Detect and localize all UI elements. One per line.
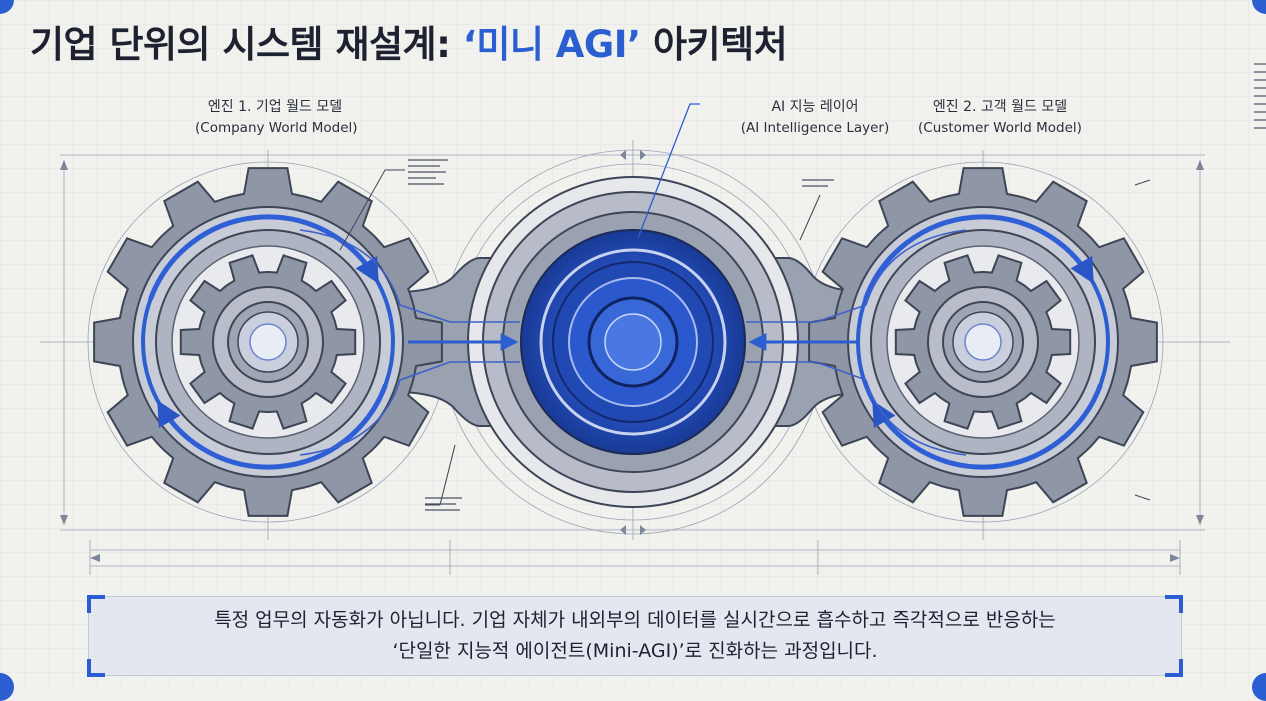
ai-layer-subtitle: (AI Intelligence Layer) — [740, 120, 890, 136]
page-title: 기업 단위의 시스템 재설계: ‘미니 AGI’ 아키텍처 — [30, 14, 788, 68]
caption-text: 특정 업무의 자동화가 아닙니다. 기업 자체가 내외부의 데이터를 실시간으로… — [89, 605, 1181, 667]
caption-box: 특정 업무의 자동화가 아닙니다. 기업 자체가 내외부의 데이터를 실시간으로… — [87, 595, 1183, 677]
callouts — [339, 103, 1151, 506]
ai-layer-label: AI 지능 레이어 (AI Intelligence Layer) — [735, 97, 895, 139]
caption-corner-br — [1165, 659, 1183, 677]
caption-line-1: 특정 업무의 자동화가 아닙니다. 기업 자체가 내외부의 데이터를 실시간으로… — [214, 609, 1056, 631]
caption-line-2: ‘단일한 지능적 에이전트(Mini-AGI)’로 진화하는 과정입니다. — [392, 640, 878, 662]
title-tail: 아키텍처 — [640, 23, 788, 66]
note-blocks — [408, 63, 1266, 511]
engine-2-label: 엔진 2. 고객 월드 모델 (Customer World Model) — [915, 97, 1085, 139]
engine-1-gear — [93, 167, 443, 517]
engine-1-label: 엔진 1. 기업 월드 모델 (Company World Model) — [195, 97, 358, 139]
engine-2-subtitle: (Customer World Model) — [918, 120, 1082, 136]
engine-2-title: 엔진 2. 고객 월드 모델 — [932, 99, 1068, 115]
caption-corner-tl — [87, 595, 105, 613]
dimension-ticks — [60, 150, 1204, 562]
guide-curves — [299, 229, 967, 456]
ai-layer-title: AI 지능 레이어 — [771, 99, 859, 115]
title-main: 기업 단위의 시스템 재설계: — [30, 23, 463, 66]
engine-1-subtitle: (Company World Model) — [195, 120, 358, 136]
engine-2-gear — [808, 167, 1158, 517]
caption-corner-tr — [1165, 595, 1183, 613]
caption-corner-bl — [87, 659, 105, 677]
ai-core — [467, 176, 799, 508]
title-accent: ‘미니 AGI’ — [462, 23, 641, 66]
engine-1-title: 엔진 1. 기업 월드 모델 — [207, 99, 343, 115]
